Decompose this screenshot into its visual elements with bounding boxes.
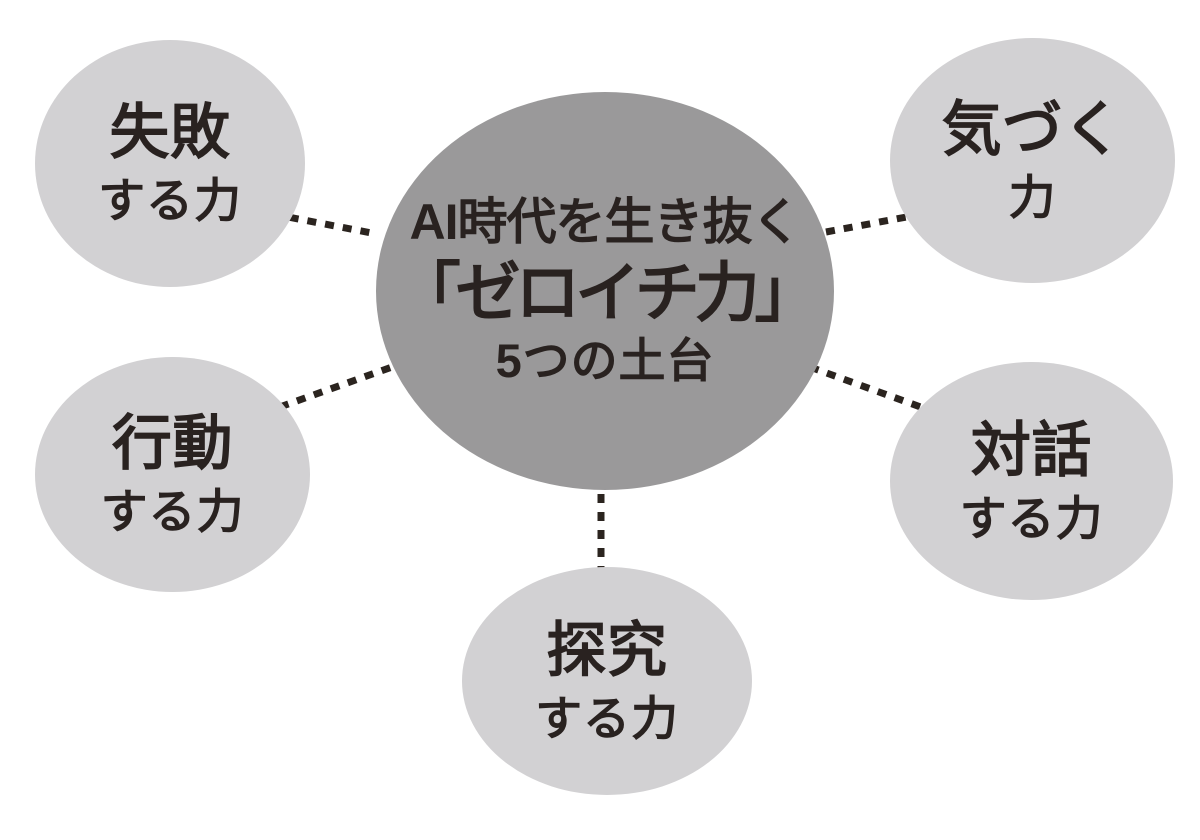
connector-dialogue [808, 363, 942, 418]
node-explore-title: 探究 [546, 616, 668, 684]
connector-action [261, 363, 394, 417]
node-fail-subtitle: する力 [98, 174, 242, 228]
node-fail-title: 失敗 [109, 99, 231, 167]
node-action: 行動 する力 [35, 357, 310, 592]
center-node-line1: AI時代を生き抜く [409, 194, 802, 251]
node-notice-subtitle: 力 [1008, 171, 1057, 225]
node-action-subtitle: する力 [100, 485, 245, 539]
node-notice-title: 気づく [941, 96, 1124, 164]
center-node-line3: 5つの土台 [495, 334, 715, 388]
node-action-title: 行動 [111, 410, 234, 478]
node-explore: 探究 する力 [462, 567, 752, 795]
node-explore-subtitle: する力 [535, 691, 679, 745]
node-dialogue-title: 対話 [970, 416, 1093, 484]
node-dialogue-subtitle: する力 [959, 491, 1104, 545]
node-dialogue: 対話 する力 [890, 362, 1173, 600]
center-node-line2: 「ゼロイチ力」 [395, 256, 820, 330]
node-notice: 気づく 力 [890, 38, 1175, 283]
center-node: AI時代を生き抜く 「ゼロイチ力」 5つの土台 [376, 92, 834, 490]
node-fail: 失敗 する力 [35, 40, 305, 287]
